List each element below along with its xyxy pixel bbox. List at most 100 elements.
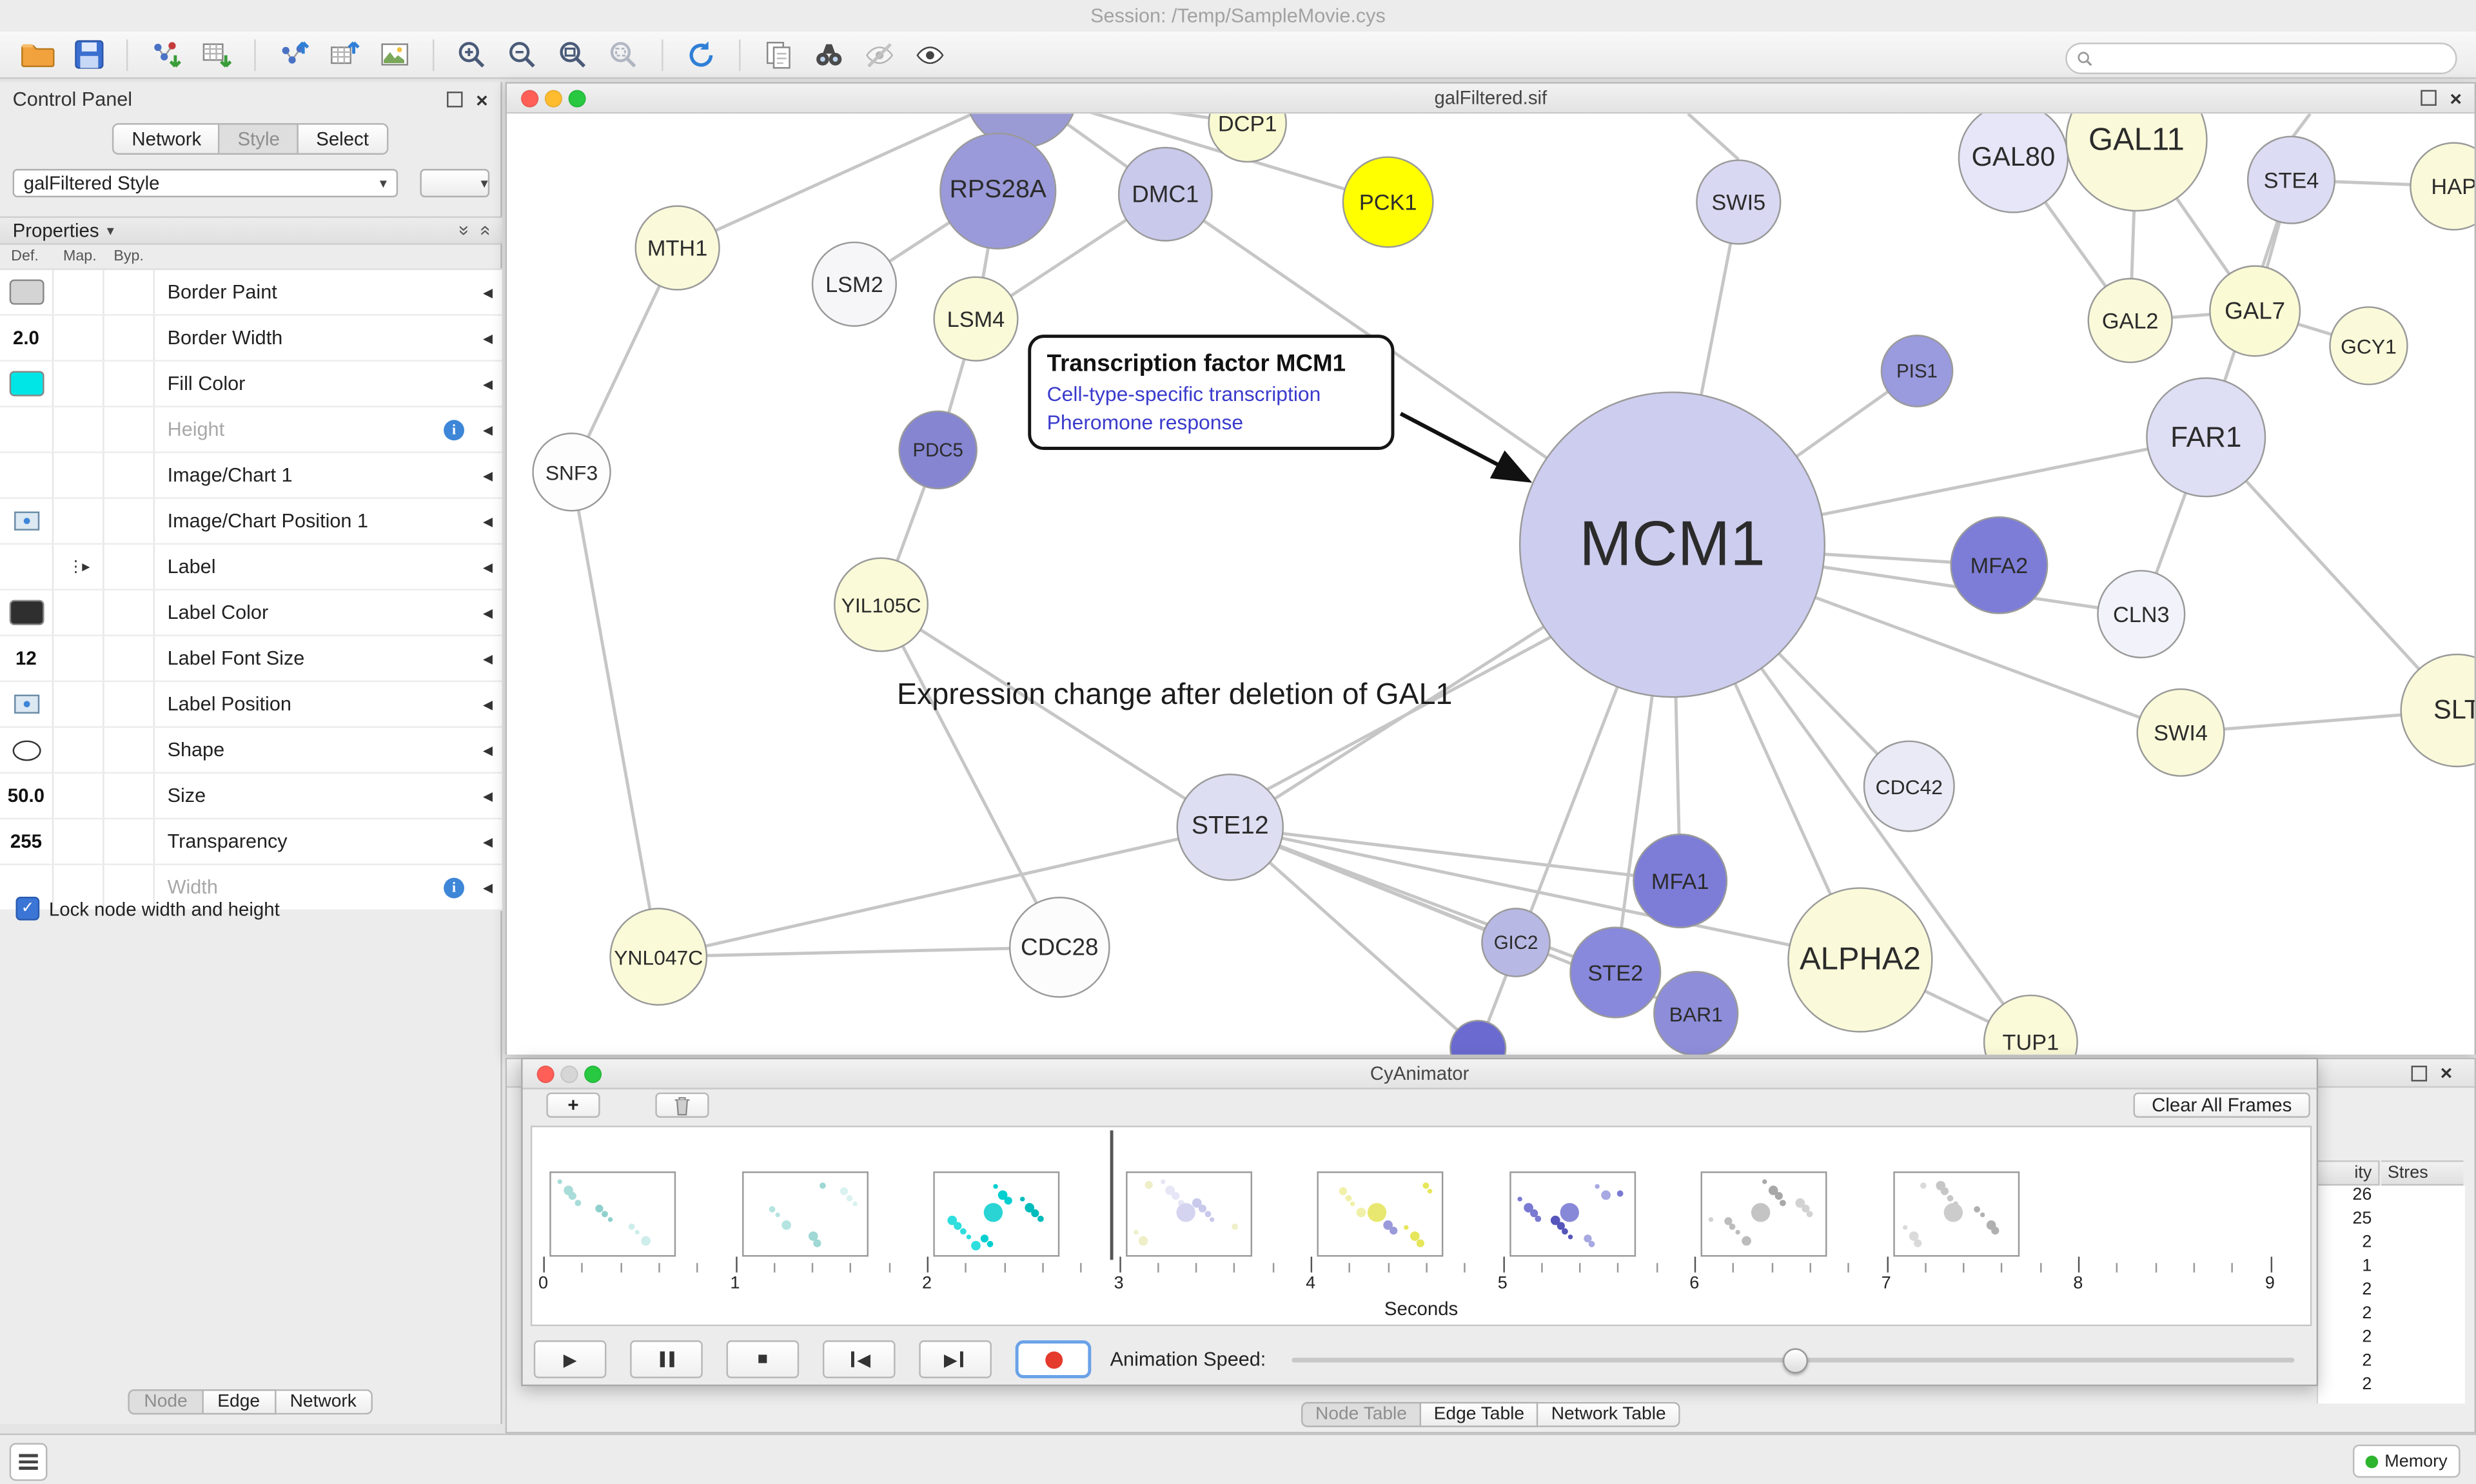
- network-node-snf3[interactable]: SNF3: [532, 433, 611, 512]
- network-node-pck1[interactable]: PCK1: [1342, 156, 1434, 248]
- expand-arrow-icon[interactable]: ◀: [483, 468, 493, 483]
- table-cell[interactable]: 2: [2362, 1375, 2372, 1394]
- table-cell[interactable]: 1: [2362, 1256, 2372, 1276]
- property-row[interactable]: Label Position◀: [0, 681, 502, 728]
- table-cell[interactable]: 2: [2362, 1351, 2372, 1371]
- network-node-gic2[interactable]: GIC2: [1481, 908, 1551, 977]
- tab-style[interactable]: Style: [220, 123, 299, 155]
- network-node-far1[interactable]: FAR1: [2146, 377, 2266, 498]
- minimize-window-icon[interactable]: [544, 89, 562, 107]
- tab-node-table[interactable]: Node Table: [1301, 1401, 1422, 1427]
- search-input[interactable]: [2100, 47, 2446, 70]
- expand-arrow-icon[interactable]: ◀: [483, 651, 493, 666]
- frame-thumbnail[interactable]: [1509, 1171, 1635, 1257]
- property-row[interactable]: Image/Chart Position 1◀: [0, 498, 502, 545]
- table-column-header[interactable]: Stres: [2381, 1160, 2464, 1186]
- network-node-cdc28[interactable]: CDC28: [1008, 897, 1110, 998]
- close-window-icon[interactable]: [521, 89, 539, 107]
- style-selector[interactable]: galFiltered Style ▾: [12, 169, 398, 198]
- property-row[interactable]: Image/Chart 1◀: [0, 453, 502, 499]
- float-table-icon[interactable]: [2412, 1064, 2428, 1081]
- network-window-titlebar[interactable]: galFiltered.sif ×: [507, 83, 2475, 114]
- close-view-icon[interactable]: ×: [2450, 86, 2462, 110]
- animation-speed-slider[interactable]: [1291, 1340, 2295, 1378]
- slider-handle[interactable]: [1782, 1348, 1809, 1374]
- add-frame-button[interactable]: +: [546, 1092, 600, 1118]
- zoom-fit-icon[interactable]: [553, 35, 594, 73]
- expand-arrow-icon[interactable]: ◀: [483, 743, 493, 757]
- expand-arrow-icon[interactable]: ◀: [483, 514, 493, 529]
- network-node-mfa1[interactable]: MFA1: [1633, 834, 1728, 929]
- record-button[interactable]: [1015, 1340, 1092, 1378]
- zoom-out-icon[interactable]: [502, 35, 544, 73]
- annotation-link-1[interactable]: Cell-type-specific transcription: [1046, 382, 1321, 406]
- network-node-bar1[interactable]: BAR1: [1653, 971, 1739, 1055]
- frame-thumbnail[interactable]: [933, 1171, 1060, 1257]
- next-frame-button[interactable]: ▶: [919, 1340, 992, 1378]
- network-node-rps28a[interactable]: RPS28A: [939, 132, 1057, 249]
- properties-header[interactable]: Properties ▾ » »: [0, 216, 502, 245]
- import-table-icon[interactable]: [196, 35, 237, 73]
- table-cell[interactable]: 2: [2362, 1303, 2372, 1323]
- network-node-cdc42[interactable]: CDC42: [1863, 740, 1955, 832]
- table-cell[interactable]: 2: [2362, 1327, 2372, 1347]
- table-cell[interactable]: 2: [2362, 1233, 2372, 1253]
- table-cell[interactable]: 26: [2352, 1186, 2372, 1205]
- expand-arrow-icon[interactable]: ◀: [483, 834, 493, 849]
- expand-arrow-icon[interactable]: ◀: [483, 697, 493, 712]
- network-node-ynl047c[interactable]: YNL047C: [609, 908, 708, 1006]
- export-network-icon[interactable]: [273, 35, 315, 73]
- tab-network[interactable]: Network: [113, 123, 221, 155]
- save-session-icon[interactable]: [68, 35, 109, 73]
- network-node-yil105c[interactable]: YIL105C: [834, 557, 929, 652]
- frame-thumbnail[interactable]: [1317, 1171, 1444, 1257]
- frame-thumbnail[interactable]: [1700, 1171, 1827, 1257]
- tab-network-bottom[interactable]: Network: [275, 1389, 373, 1415]
- network-node-dmc1[interactable]: DMC1: [1117, 146, 1213, 242]
- expand-all-icon[interactable]: »: [473, 225, 496, 236]
- table-column-header[interactable]: ity: [2316, 1160, 2380, 1186]
- network-node-ste12[interactable]: STE12: [1176, 774, 1284, 881]
- expand-arrow-icon[interactable]: ◀: [483, 880, 493, 895]
- property-row[interactable]: Shape◀: [0, 727, 502, 774]
- expand-arrow-icon[interactable]: ◀: [483, 422, 493, 437]
- network-node-pis1[interactable]: PIS1: [1880, 335, 1954, 407]
- network-node-gal2[interactable]: GAL2: [2087, 278, 2173, 364]
- collapse-all-icon[interactable]: »: [453, 225, 476, 236]
- expand-arrow-icon[interactable]: ◀: [483, 376, 493, 391]
- import-network-icon[interactable]: [145, 35, 186, 73]
- snapshot-icon[interactable]: [758, 35, 800, 73]
- network-node-lsm2[interactable]: LSM2: [811, 241, 898, 327]
- network-node-pdc5[interactable]: PDC5: [898, 410, 978, 490]
- default-value-swatch[interactable]: [8, 600, 44, 625]
- property-row[interactable]: Label Color◀: [0, 590, 502, 636]
- info-icon[interactable]: i: [444, 877, 465, 898]
- open-session-icon[interactable]: [17, 35, 59, 73]
- info-icon[interactable]: i: [444, 419, 465, 440]
- previous-frame-button[interactable]: ◀: [822, 1340, 896, 1378]
- network-node-mfa2[interactable]: MFA2: [1950, 516, 2049, 614]
- expand-arrow-icon[interactable]: ◀: [483, 285, 493, 300]
- frame-thumbnail[interactable]: [1892, 1171, 2019, 1257]
- network-node-swi4[interactable]: SWI4: [2136, 688, 2225, 777]
- search-network-icon[interactable]: [809, 35, 850, 73]
- clear-all-frames-button[interactable]: Clear All Frames: [2133, 1092, 2310, 1118]
- default-value-swatch[interactable]: [8, 279, 44, 305]
- network-node-mcm1[interactable]: MCM1: [1518, 391, 1826, 698]
- tab-edge[interactable]: Edge: [203, 1389, 276, 1415]
- maximize-window-icon[interactable]: [568, 89, 586, 107]
- table-cell[interactable]: 25: [2352, 1209, 2372, 1229]
- frame-thumbnail[interactable]: [549, 1171, 676, 1257]
- memory-button[interactable]: Memory: [2352, 1444, 2461, 1478]
- tab-edge-table[interactable]: Edge Table: [1421, 1401, 1539, 1427]
- network-node-mth1[interactable]: MTH1: [634, 205, 720, 291]
- tab-node[interactable]: Node: [128, 1389, 204, 1415]
- network-node-gcy1[interactable]: GCY1: [2329, 306, 2408, 386]
- tab-network-table[interactable]: Network Table: [1538, 1401, 1680, 1427]
- network-node-gal80[interactable]: GAL80: [1958, 113, 2069, 213]
